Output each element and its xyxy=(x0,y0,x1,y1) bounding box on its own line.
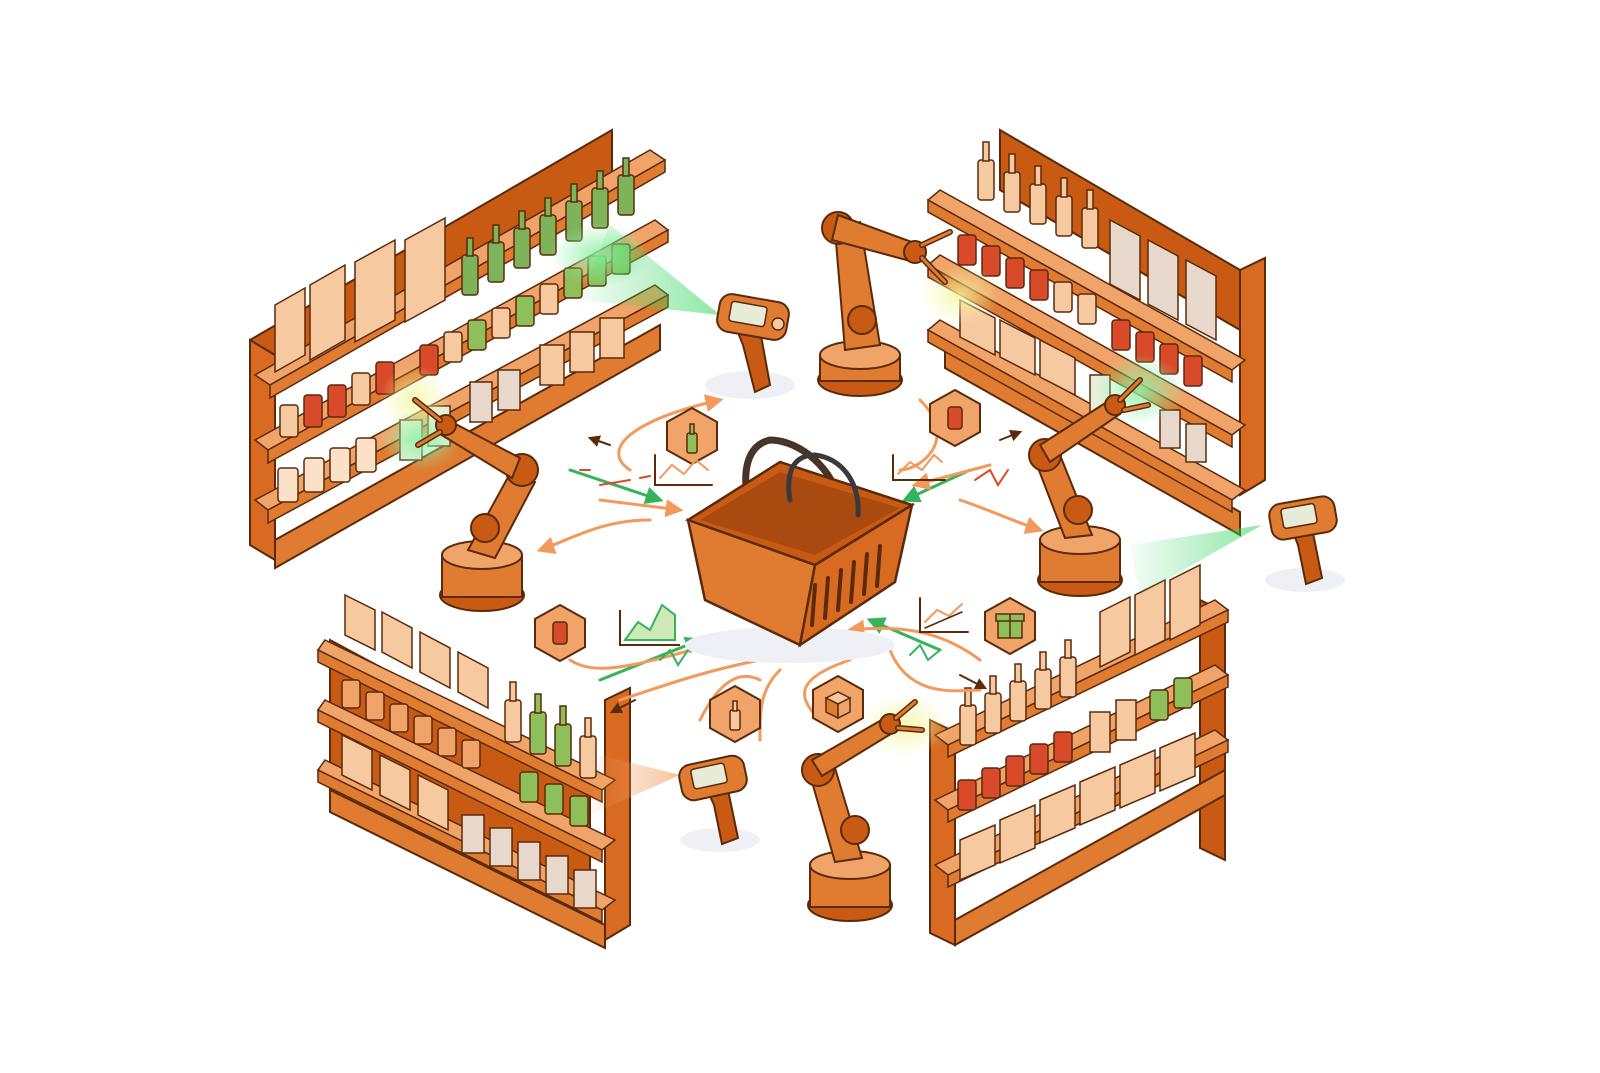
box-icon xyxy=(824,691,852,720)
scanner-north xyxy=(705,293,795,399)
tan-bottle-row xyxy=(977,141,1099,249)
scan-beam-east xyxy=(1130,525,1262,595)
shelf-southwest xyxy=(316,593,631,950)
badge-gift-right xyxy=(984,596,1036,656)
badge-bottle-bottom xyxy=(709,684,761,744)
trend-area-icon xyxy=(619,603,680,646)
flow-paths xyxy=(536,394,1044,742)
carton-row-sw xyxy=(341,733,597,909)
badge-can-left xyxy=(534,603,586,663)
scanner-east xyxy=(1265,495,1345,592)
basket-icon xyxy=(685,436,915,648)
gift-icon xyxy=(995,613,1025,639)
box-row-sw xyxy=(344,593,489,710)
scan-beam-south xyxy=(590,755,680,815)
box-row xyxy=(274,216,446,374)
shelf-northwest xyxy=(249,128,670,570)
chart-left xyxy=(619,603,680,646)
chart-right xyxy=(919,597,969,633)
lower-box-row-se xyxy=(959,731,1196,882)
scanner-south xyxy=(678,754,760,852)
can-icon xyxy=(947,406,963,430)
scan-beam-north xyxy=(580,225,720,315)
robot-arm-east xyxy=(1028,377,1151,597)
robot-arm-west xyxy=(412,397,539,612)
bottle-row-sw xyxy=(504,681,597,779)
can-icon xyxy=(552,621,568,645)
shelf-southeast xyxy=(860,563,1230,947)
badge-box-bottom xyxy=(812,674,864,734)
badge-can-top xyxy=(929,388,981,448)
chart-top-left xyxy=(654,454,713,486)
shelf-northeast xyxy=(920,128,1266,537)
bottle-row-se xyxy=(959,639,1077,746)
robot-arm-north xyxy=(817,211,953,397)
robot-arm-south xyxy=(801,699,925,922)
can-row-sw xyxy=(341,679,589,827)
can-row-ne xyxy=(957,234,1203,387)
trend-line-icon xyxy=(654,454,713,486)
shopping-basket xyxy=(685,436,915,663)
chart-top-right xyxy=(892,453,946,481)
bottle-icon xyxy=(729,700,741,731)
trend-line-icon xyxy=(919,597,969,633)
carton-row xyxy=(1109,218,1217,342)
bottle-icon xyxy=(686,423,698,454)
badge-bottle-top xyxy=(666,406,718,466)
trend-line-icon xyxy=(892,453,946,481)
can-row-se xyxy=(957,677,1193,811)
